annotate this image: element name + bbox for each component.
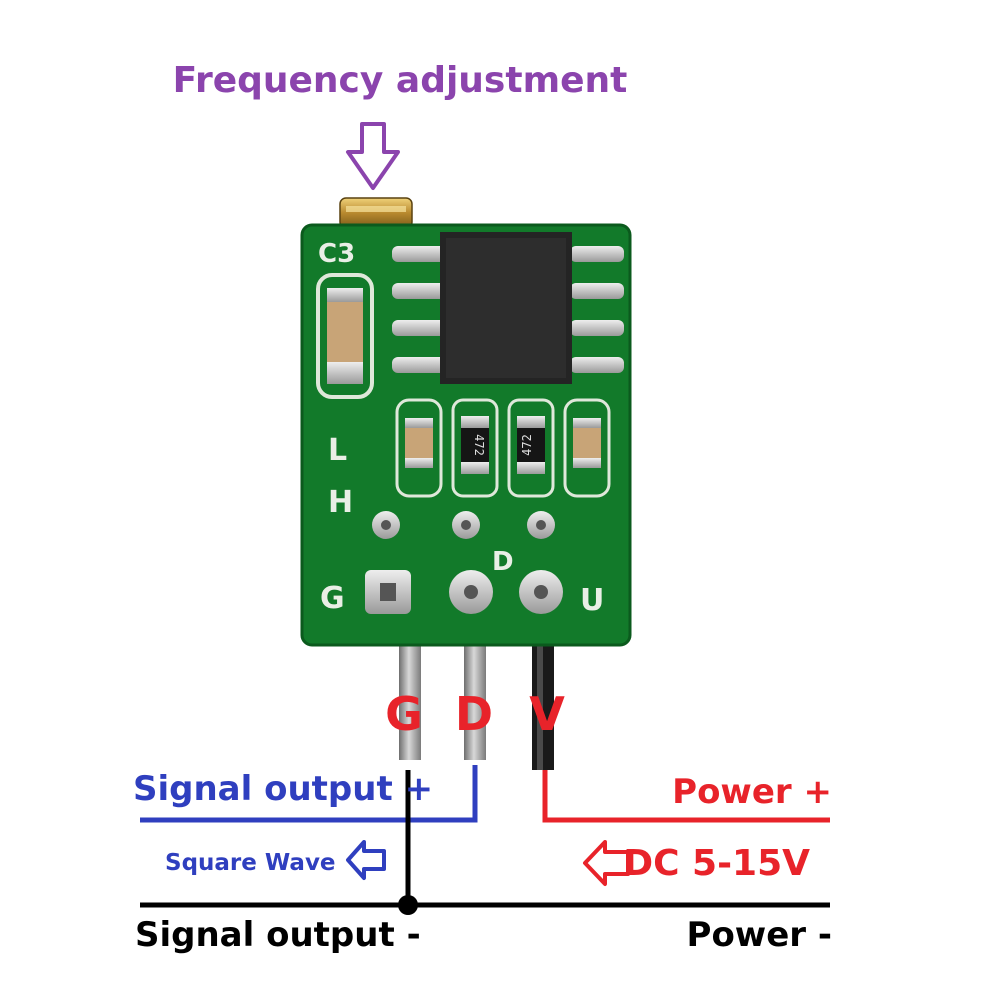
arrow-left-icon [583,840,630,886]
arrow-left-icon [346,840,386,880]
silk-g: G [320,581,345,616]
silk-h: H [328,485,353,520]
silk-l: L [328,433,347,468]
dc-range-label: DC 5-15V [623,843,810,884]
pin-pads [365,570,563,614]
pin-label-d: D [455,687,493,741]
signal-output-plus-label: Signal output + [133,769,433,809]
silk-d: D [492,547,514,577]
pcb-board: C3 L H [300,223,632,647]
ground-junction-dot [398,895,418,915]
pin-label-v: V [529,687,565,741]
square-wave-label: Square Wave [165,850,336,876]
silk-c3: C3 [318,239,355,269]
power-minus-label: Power - [687,915,832,955]
ic-chip [392,232,624,384]
pin-legs [399,640,554,770]
pin-label-g: G [385,687,423,741]
signal-output-minus-label: Signal output - [135,915,421,955]
pin-g-leg [399,640,421,760]
silk-u: U [580,583,604,618]
capacitor-c3 [327,288,363,384]
resistor-2-code: 472 [520,434,534,456]
vias [372,511,555,539]
signal-plus-wire [140,765,478,823]
pin-d-leg [464,640,486,760]
power-plus-label: Power + [672,772,832,812]
trimmer-potentiometer [339,197,413,229]
power-plus-wire [542,770,830,823]
arrow-down-icon [346,122,400,190]
smd-components: 472 472 [395,398,611,498]
frequency-adjustment-label: Frequency adjustment [173,60,628,101]
wiring [140,765,830,915]
resistor-1-code: 472 [472,434,486,456]
